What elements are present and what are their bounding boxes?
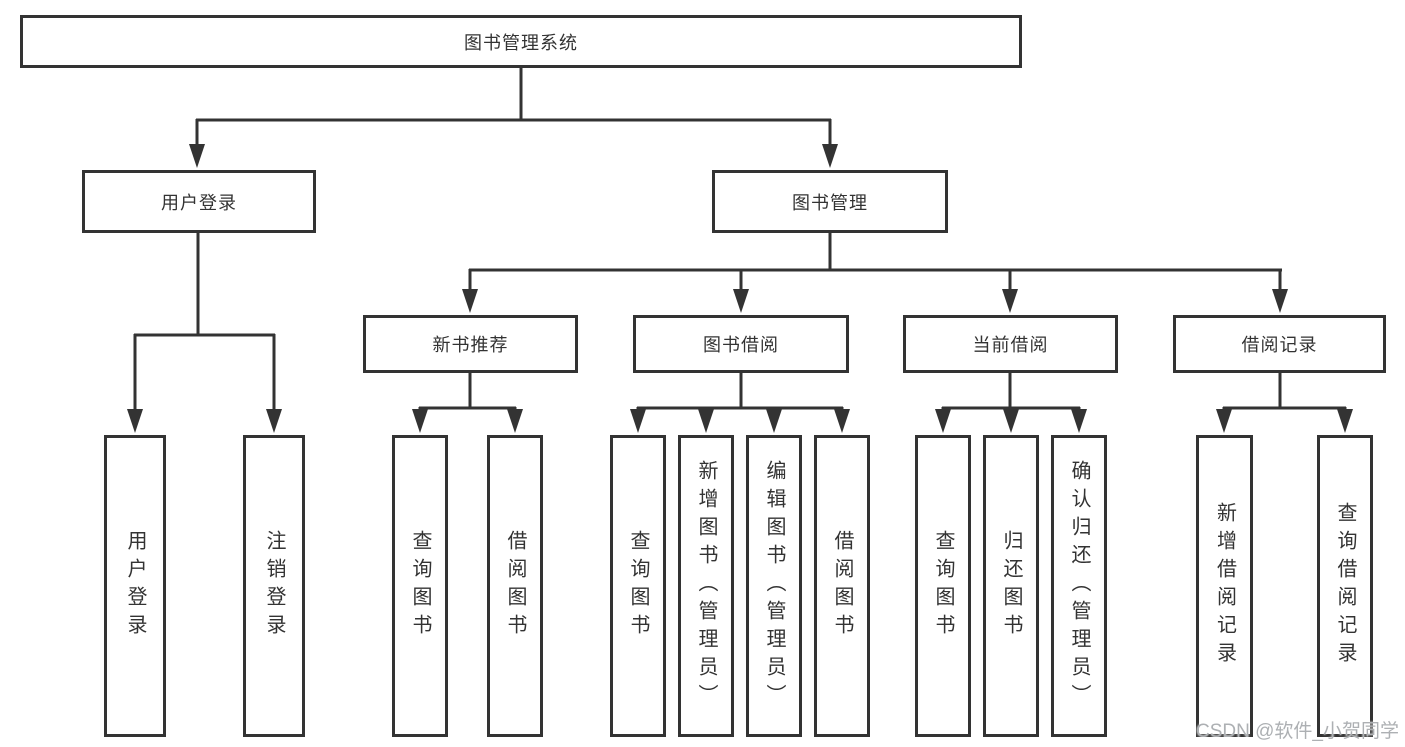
node-label: 当前借阅 <box>972 335 1049 355</box>
leaf-label: 新增图书（管理员） <box>695 460 717 712</box>
leaf-label: 借阅图书 <box>504 530 526 642</box>
node-label: 图书管理 <box>792 192 868 213</box>
leaf-edit-books-admin: 编辑图书（管理员） <box>746 435 802 737</box>
leaf-add-books-admin: 新增图书（管理员） <box>678 435 734 737</box>
node-new-book-recommend: 新书推荐 <box>363 315 578 373</box>
leaf-user-login: 用户登录 <box>104 435 166 737</box>
node-label: 用户登录 <box>161 192 237 213</box>
leaf-label: 用户登录 <box>124 530 146 642</box>
leaf-label: 借阅图书 <box>831 530 853 642</box>
leaf-label: 归还图书 <box>1000 530 1022 642</box>
leaf-logout-login: 注销登录 <box>243 435 305 737</box>
leaf-query-books-recommend: 查询图书 <box>392 435 448 737</box>
node-book-borrowing: 图书借阅 <box>633 315 849 373</box>
node-label: 新书推荐 <box>432 335 509 355</box>
leaf-label: 查询借阅记录 <box>1334 502 1356 670</box>
node-label: 借阅记录 <box>1241 335 1318 355</box>
leaf-borrow-books-recommend: 借阅图书 <box>487 435 543 737</box>
node-book-management: 图书管理 <box>712 170 948 233</box>
node-current-borrowing: 当前借阅 <box>903 315 1118 373</box>
node-library-management-system: 图书管理系统 <box>20 15 1022 68</box>
leaf-confirm-return-admin: 确认归还（管理员） <box>1051 435 1107 737</box>
leaf-label: 查询图书 <box>409 530 431 642</box>
node-borrow-records: 借阅记录 <box>1173 315 1386 373</box>
leaf-return-books: 归还图书 <box>983 435 1039 737</box>
leaf-query-borrow-record: 查询借阅记录 <box>1317 435 1373 737</box>
leaf-borrow-books-borrowing: 借阅图书 <box>814 435 870 737</box>
node-label: 图书管理系统 <box>464 32 578 53</box>
leaf-add-borrow-record: 新增借阅记录 <box>1196 435 1253 737</box>
watermark: CSDN @软件_小贺同学 <box>1196 721 1399 742</box>
leaf-query-books-borrowing: 查询图书 <box>610 435 666 737</box>
leaf-label: 新增借阅记录 <box>1213 502 1236 670</box>
leaf-label: 查询图书 <box>627 530 649 642</box>
leaf-label: 编辑图书（管理员） <box>763 460 785 712</box>
leaf-label: 确认归还（管理员） <box>1068 460 1090 712</box>
node-label: 图书借阅 <box>703 335 779 355</box>
leaf-label: 注销登录 <box>263 530 285 642</box>
leaf-label: 查询图书 <box>932 530 954 642</box>
node-user-login: 用户登录 <box>82 170 316 233</box>
leaf-query-books-current: 查询图书 <box>915 435 971 737</box>
